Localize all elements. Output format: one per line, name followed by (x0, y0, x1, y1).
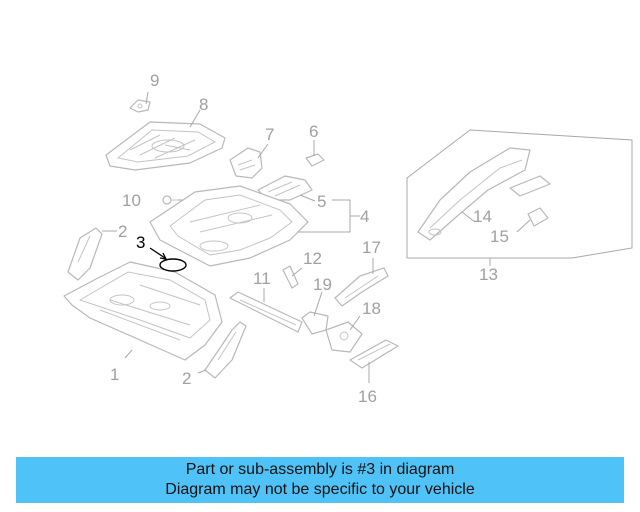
part-2-lower-bracket (204, 321, 247, 379)
part-12-clip (282, 265, 299, 289)
banner-line-1: Part or sub-assembly is #3 in diagram (185, 461, 455, 478)
callout-8: 8 (199, 95, 208, 114)
callout-1: 1 (110, 365, 119, 384)
part-11-rail (229, 291, 303, 333)
info-banner: Part or sub-assembly is #3 in diagram Di… (16, 457, 624, 503)
callout-14: 14 (473, 207, 492, 226)
callout-17: 17 (362, 238, 381, 257)
part-1-floor-pan (63, 261, 223, 361)
callout-2-lower: 2 (182, 369, 191, 388)
part-13-group-frame (406, 129, 633, 259)
callout-6: 6 (309, 122, 318, 141)
callout-2-upper: 2 (118, 222, 127, 241)
callout-5: 5 (317, 192, 326, 211)
callout-13: 13 (479, 265, 498, 284)
part-3-plug (159, 258, 187, 272)
callout-19: 19 (313, 275, 332, 294)
part-18-bracket (325, 321, 363, 353)
callout-7: 7 (265, 125, 274, 144)
callout-16: 16 (358, 387, 377, 406)
part-10-bolt (162, 195, 178, 205)
part-16-rail (349, 339, 399, 369)
callout-18: 18 (362, 299, 381, 318)
banner-line-2: Diagram may not be specific to your vehi… (165, 481, 475, 498)
part-4-rear-floor (149, 185, 309, 267)
callout-labels: 1 2 2 3 4 5 6 7 8 9 10 11 12 13 14 15 16… (110, 71, 509, 406)
callout-15: 15 (490, 227, 509, 246)
part-7-bracket (229, 147, 263, 179)
callout-12: 12 (303, 249, 322, 268)
part-6-clip (305, 153, 325, 167)
part-8-trunk-floor (105, 121, 226, 171)
callout-9: 9 (150, 71, 159, 90)
callout-3: 3 (136, 233, 145, 252)
callout-11: 11 (253, 269, 271, 288)
leader-lines (102, 91, 531, 383)
part-2-upper-bracket (67, 227, 103, 281)
callout-10: 10 (122, 191, 141, 210)
part-9-bracket (129, 99, 151, 113)
part-17-bracket (334, 267, 389, 307)
parts-diagram: 1 2 2 3 4 5 6 7 8 9 10 11 12 13 14 15 16… (63, 71, 633, 406)
part-19-bracket (301, 311, 329, 335)
callout-4: 4 (360, 207, 369, 226)
